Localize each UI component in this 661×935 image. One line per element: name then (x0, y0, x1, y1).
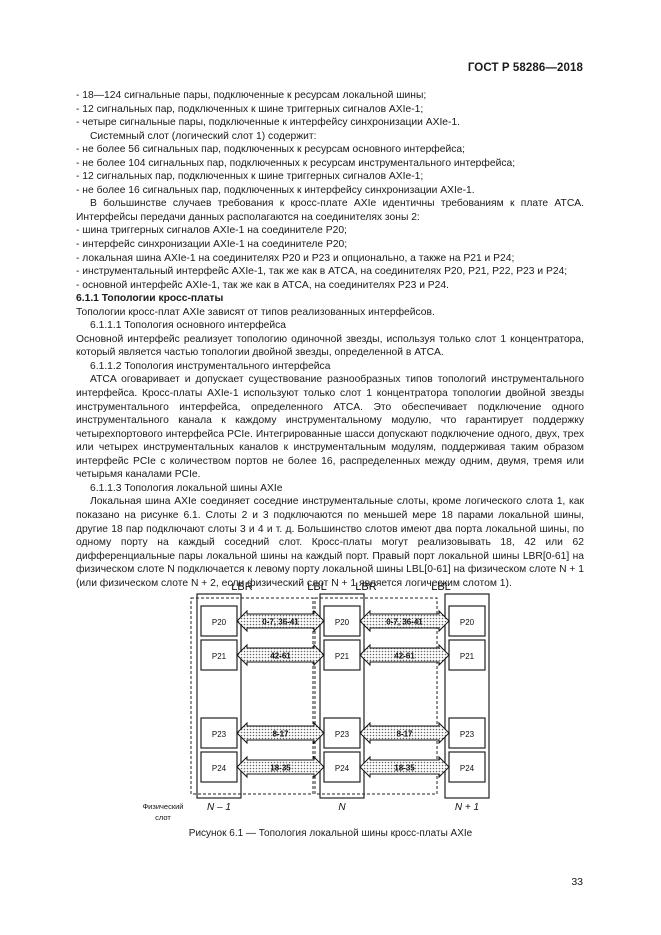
pair-range-label: 42-61 (394, 652, 415, 661)
bus-port-label: LBR (231, 581, 252, 593)
bidirectional-arrow (236, 609, 325, 633)
body-text: - 18—124 сигнальные пары, подключенные к… (76, 89, 584, 590)
connector-label: P21 (335, 652, 350, 661)
connector-label: P23 (212, 730, 227, 739)
connector-box (323, 639, 361, 671)
paragraph: - не более 16 сигнальных пар, подключенн… (76, 184, 475, 196)
bidirectional-arrow (236, 755, 325, 779)
paragraph: - интерфейс синхронизации AXIe-1 на соед… (76, 239, 348, 251)
paragraph: Системный слот (логический слот 1) содер… (90, 130, 317, 142)
paragraph: ATCA оговаривает и допускает существован… (76, 374, 584, 481)
paragraph: - 12 сигнальных пар, подключенных к шине… (76, 171, 424, 183)
paragraph: Основной интерфейс реализует топологию о… (76, 333, 584, 359)
pair-range-label: 18-35 (270, 764, 291, 773)
slot-frame (444, 593, 490, 799)
connector-label: P20 (212, 618, 227, 627)
connector-box (323, 717, 361, 749)
connector-label: P21 (212, 652, 227, 661)
bidirectional-arrow (236, 721, 325, 745)
pair-range-label: 42-61 (270, 652, 291, 661)
paragraph: В большинстве случаев требования к кросс… (76, 198, 584, 223)
bidirectional-arrow (359, 721, 450, 745)
slot-frame (196, 593, 242, 799)
pair-range-label: 0-7, 36-41 (386, 618, 423, 627)
connector-box (323, 751, 361, 783)
paragraph: - инструментальный интерфейс AXIe-1, так… (76, 266, 568, 278)
bus-port-label: LBL (307, 581, 327, 593)
bidirectional-arrow (359, 609, 450, 633)
page-number: 33 (571, 876, 583, 888)
paragraph: 6.1.1.1 Топология основного интерфейса (90, 320, 287, 332)
slot-frame (319, 593, 365, 799)
paragraph: Топологии кросс-плат AXIe зависят от тип… (76, 306, 435, 318)
paragraph: 6.1.1.3 Топология локальной шины AXIe (90, 482, 283, 494)
pair-range-label: 0-7, 36-41 (262, 618, 299, 627)
connector-box (448, 751, 486, 783)
paragraph: - 18—124 сигнальные пары, подключенные к… (76, 90, 427, 101)
paragraph: Локальная шина AXIe соединяет соседние и… (76, 496, 584, 589)
document-header: ГОСТ Р 58286—2018 (467, 62, 583, 74)
bidirectional-arrow (359, 643, 450, 667)
pair-range-label: 8-17 (272, 730, 289, 739)
connector-label: P23 (460, 730, 475, 739)
paragraph: - не более 56 сигнальных пар, подключенн… (76, 144, 465, 156)
lbr-group-frame (314, 597, 438, 795)
connector-box (448, 605, 486, 637)
axis-label: слот (155, 813, 171, 822)
pair-range-label: 18-35 (394, 764, 415, 773)
bus-port-label: LBR (355, 581, 376, 593)
connector-box (448, 717, 486, 749)
paragraph: 6.1.1.2 Топология инструментального инте… (90, 360, 331, 372)
connector-label: P21 (460, 652, 475, 661)
figure-caption: Рисунок 6.1 — Топология локальной шины к… (188, 828, 473, 839)
connector-label: P20 (335, 618, 350, 627)
pair-range-label: 8-17 (396, 730, 413, 739)
slot-label: N + 1 (455, 802, 479, 813)
connector-label: P24 (460, 764, 475, 773)
connector-box (200, 605, 238, 637)
connector-label: P24 (212, 764, 227, 773)
connector-box (448, 639, 486, 671)
bidirectional-arrow (236, 643, 325, 667)
slot-label: N – 1 (207, 802, 231, 813)
paragraph: - 12 сигнальных пар, подключенных к шине… (76, 103, 424, 115)
connector-label: P23 (335, 730, 350, 739)
paragraph: - основной интерфейс AXIe-1, так же как … (76, 279, 449, 291)
axis-label: Физический (142, 802, 183, 811)
connector-box (200, 751, 238, 783)
bidirectional-arrow (359, 755, 450, 779)
paragraph: - шина триггерных сигналов AXIe-1 на сое… (76, 225, 347, 237)
connector-label: P20 (460, 618, 475, 627)
paragraph: 6.1.1 Топологии кросс-платы (76, 293, 224, 305)
lbr-group-frame (190, 597, 314, 795)
bus-port-label: LBL (431, 581, 451, 593)
paragraph: - локальная шина AXIe-1 на соединителях … (76, 252, 515, 264)
slot-label: N (338, 802, 346, 813)
paragraph: - четыре сигнальные пары, подключенные к… (76, 117, 461, 129)
connector-label: P24 (335, 764, 350, 773)
paragraph: - не более 104 сигнальных пар, подключен… (76, 157, 516, 169)
